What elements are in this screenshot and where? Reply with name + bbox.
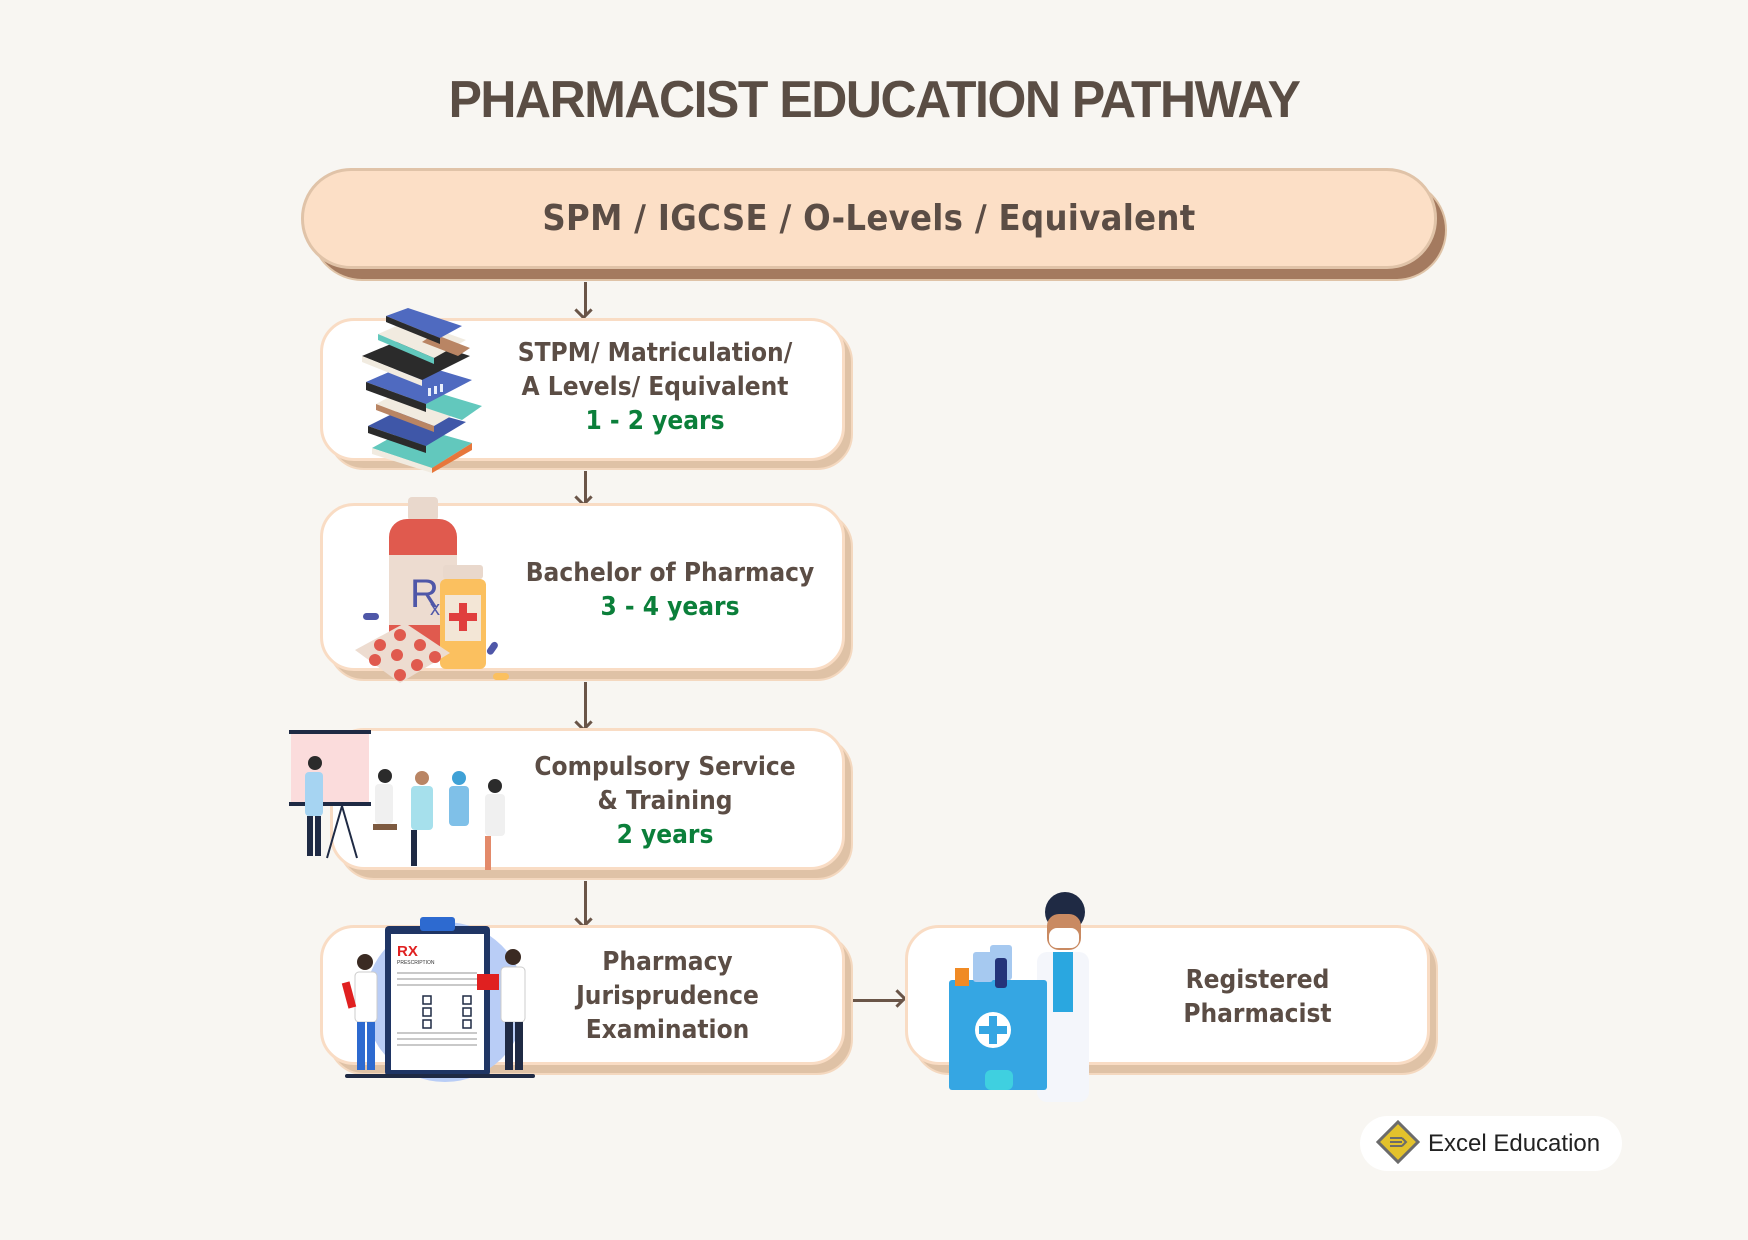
entry-requirement-box: SPM / IGCSE / O-Levels / Equivalent [301,168,1437,269]
step-title-line3: Examination [585,1015,750,1045]
svg-text:R: R [410,572,439,616]
entry-requirement-label: SPM / IGCSE / O-Levels / Equivalent [542,198,1196,239]
step-title-line1: STPM/ Matriculation/ [517,338,793,368]
step-duration: 2 years [616,820,714,850]
prescription-clipboard-icon: RX PRESCRIPTION [335,912,545,1087]
svg-text:x: x [430,598,440,620]
step-label-registered-pharmacist: Registered Pharmacist [1130,963,1385,1031]
step-title-line2: Jurisprudence [576,981,759,1011]
stack-of-books-icon [362,308,490,473]
step-label-bachelor: Bachelor of Pharmacy 3 - 4 years [515,556,825,624]
arrow-down-1 [584,282,587,315]
step-label-jurisprudence-exam: Pharmacy Jurisprudence Examination [540,945,795,1047]
arrow-right [853,999,903,1002]
excel-education-logo-icon [1375,1119,1421,1168]
step-title-line1: Registered [1185,965,1330,995]
step-title-line2: & Training [597,786,733,816]
step-title-line1: Pharmacy [602,947,733,977]
step-title-line2: A Levels/ Equivalent [521,372,789,402]
page-title: PHARMACIST EDUCATION PATHWAY [448,71,1301,129]
prescription-rx-label: RX [397,943,418,960]
medicine-bottles-icon: R x [345,495,510,690]
step-label-pre-university: STPM/ Matriculation/ A Levels/ Equivalen… [500,336,810,438]
step-title-line2: Pharmacist [1183,999,1332,1029]
step-duration: 3 - 4 years [600,592,740,622]
training-session-icon [287,728,552,878]
brand-logo-badge: Excel Education [1360,1116,1622,1171]
svg-text:PRESCRIPTION: PRESCRIPTION [397,960,435,966]
step-label-compulsory-service: Compulsory Service & Training 2 years [520,750,810,852]
arrow-down-4 [584,881,587,924]
step-title-line1: Compulsory Service [534,752,796,782]
pharmacist-with-bag-icon [945,890,1115,1105]
step-duration: 1 - 2 years [585,406,725,436]
brand-name: Excel Education [1428,1129,1601,1157]
step-title-line1: Bachelor of Pharmacy [525,558,815,588]
arrow-down-2 [584,471,587,502]
arrow-down-3 [584,682,587,727]
